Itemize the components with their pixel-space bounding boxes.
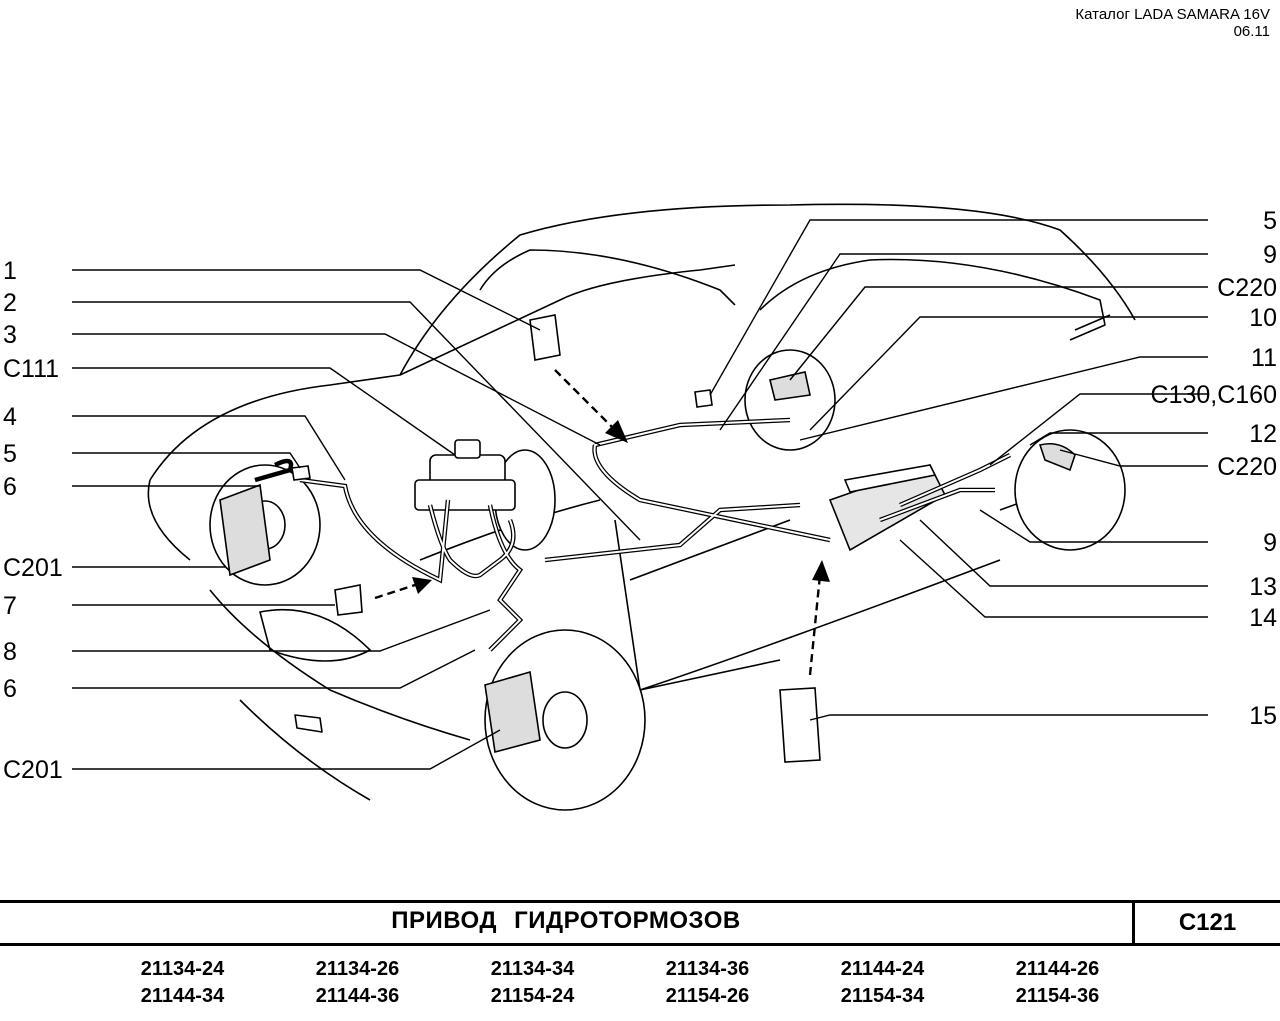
- brake-system-diagram: 1 2 3 C111 4 5 6 C201 7 8 6 C201 5 9 C22…: [3, 203, 1278, 811]
- callout-label-3: 3: [3, 321, 17, 349]
- callout-label-8: 8: [3, 638, 17, 666]
- catalog-header: Каталог LADA SAMARA 16V 06.11: [1075, 6, 1270, 40]
- callout-label-6-upper: 6: [3, 473, 17, 501]
- callout-label-5-right: 5: [1263, 207, 1277, 235]
- assembly-arrows: [374, 369, 822, 676]
- callout-label-5-left: 5: [3, 440, 17, 468]
- model-code: 21144-34: [140, 985, 225, 1007]
- front-left-brake-disc: [209, 464, 321, 586]
- callout-label-9-upper: 9: [1263, 241, 1277, 269]
- brackets-and-clips: [291, 314, 821, 763]
- pressure-regulator: [828, 464, 947, 552]
- title-block: ПРИВОД ГИДРОТОРМОЗОВ C121: [0, 903, 1280, 946]
- model-row: 21134-24 21134-26 21134-34 21134-36 2114…: [95, 958, 1145, 985]
- brake-lines: [254, 417, 1012, 652]
- right-callout-labels: 5 9 C220 10 11 C130,C160 12 C220 9 13 14…: [1151, 207, 1278, 730]
- callout-label-c111: C111: [3, 355, 59, 383]
- rear-right-brake-drum: [1014, 429, 1126, 551]
- callout-label-14: 14: [1249, 604, 1277, 632]
- model-code: 21144-36: [315, 985, 400, 1007]
- callout-label-c201-lower: C201: [3, 756, 63, 784]
- callout-label-6-lower: 6: [3, 675, 17, 703]
- catalog-name: Каталог LADA SAMARA 16V: [1075, 6, 1270, 23]
- model-code: 21134-34: [490, 958, 575, 980]
- catalog-date: 06.11: [1233, 23, 1270, 40]
- assembly-arrowheads: [412, 420, 830, 594]
- master-cylinder-booster: [414, 439, 556, 551]
- callout-label-4: 4: [3, 403, 17, 431]
- rear-left-brake-drum: [744, 349, 836, 451]
- footer-top-rule: [0, 900, 1280, 903]
- front-right-brake-disc: [484, 629, 646, 811]
- callout-label-13: 13: [1249, 573, 1277, 601]
- model-list: 21134-24 21134-26 21134-34 21134-36 2114…: [95, 958, 1145, 1012]
- callout-label-12: 12: [1249, 420, 1277, 448]
- callout-label-c220-lower: C220: [1217, 453, 1277, 481]
- model-code: 21144-24: [840, 958, 925, 980]
- callout-label-c220-upper: C220: [1217, 274, 1277, 302]
- model-code: 21154-24: [490, 985, 575, 1007]
- model-row: 21144-34 21144-36 21154-24 21154-26 2115…: [95, 985, 1145, 1012]
- title-divider: [1132, 903, 1135, 943]
- callout-label-2: 2: [3, 289, 17, 317]
- callout-label-10: 10: [1249, 304, 1277, 332]
- model-code: 21144-26: [1015, 958, 1100, 980]
- callout-label-c130-c160: C130,C160: [1151, 381, 1277, 409]
- callout-label-9-lower: 9: [1263, 529, 1277, 557]
- callout-label-15: 15: [1249, 702, 1277, 730]
- model-code: 21134-36: [665, 958, 750, 980]
- leader-lines: [72, 219, 1208, 770]
- model-code: 21154-34: [840, 985, 925, 1007]
- model-code: 21154-36: [1015, 985, 1100, 1007]
- model-code: 21134-26: [315, 958, 400, 980]
- model-code: 21134-24: [140, 958, 225, 980]
- section-code: C121: [1178, 909, 1237, 936]
- callout-label-11: 11: [1251, 344, 1277, 372]
- callout-label-c201-upper: C201: [3, 554, 63, 582]
- brake-lines-inner: [299, 419, 1011, 651]
- callout-label-7: 7: [3, 592, 17, 620]
- left-callout-labels: 1 2 3 C111 4 5 6 C201 7 8 6 C201: [3, 257, 63, 784]
- callout-label-1: 1: [3, 257, 17, 285]
- model-code: 21154-26: [665, 985, 750, 1007]
- section-title: ПРИВОД ГИДРОТОРМОЗОВ: [391, 907, 741, 934]
